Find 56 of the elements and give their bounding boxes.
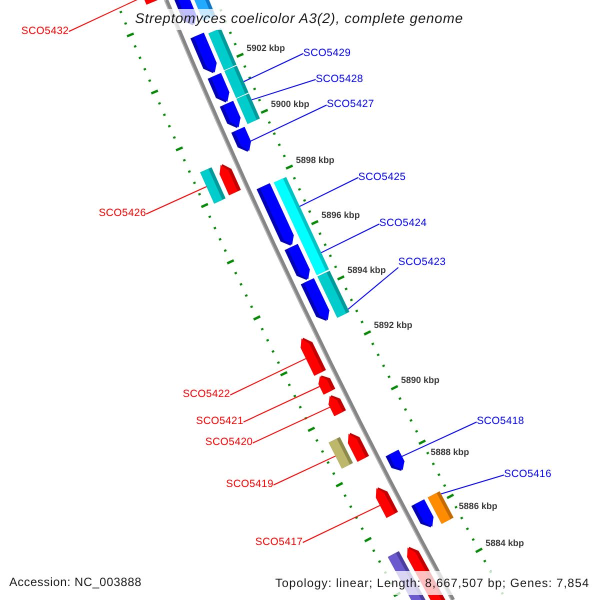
leader-line: [230, 358, 306, 396]
leader-line: [250, 104, 328, 142]
feature-bar: [428, 491, 454, 524]
gene-block: [411, 499, 434, 528]
gene-block: [328, 395, 346, 416]
gene-label: SCO5423: [398, 256, 446, 268]
leader-line: [302, 504, 380, 543]
gene-label: SCO5416: [504, 468, 552, 480]
gene-block: [300, 278, 330, 321]
gene-block: [376, 487, 398, 518]
gene-label: SCO5425: [358, 170, 406, 182]
gene-label: SCO5429: [303, 46, 351, 58]
tick-label: 5892 kbp: [374, 320, 412, 330]
gene-label: SCO5426: [98, 207, 146, 219]
gene-block: [144, 0, 158, 5]
tick-label: 5886 kbp: [458, 500, 498, 511]
leader-line: [440, 474, 504, 494]
leader-line: [320, 224, 380, 254]
leader-line: [348, 267, 399, 310]
gene-block: [231, 126, 251, 152]
tick-label: 5900 kbp: [270, 98, 310, 109]
gene-label: SCO5420: [205, 436, 253, 448]
feature-bar: [236, 93, 260, 124]
leader-line: [243, 53, 304, 82]
tick-label: 5896 kbp: [321, 210, 360, 220]
tick-label: 5902 kbp: [246, 42, 286, 53]
gene-label: SCO5421: [196, 415, 244, 427]
gene-label: SCO5418: [476, 415, 524, 427]
gene-block: [386, 450, 404, 471]
gene-label: SCO5428: [316, 72, 364, 84]
leader-line: [243, 386, 320, 422]
feature-bar: [224, 66, 249, 98]
gene-label: SCO5422: [182, 388, 230, 400]
leader-line: [401, 422, 478, 457]
tick-label: 5888 kbp: [430, 446, 470, 457]
tick-label: 5890 kbp: [401, 375, 440, 386]
leader-line: [252, 406, 330, 444]
gene-block: [220, 164, 241, 196]
gene-block: [348, 432, 370, 462]
gene-label: SCO5427: [326, 98, 374, 110]
tick-label: 5894 kbp: [347, 265, 386, 276]
gene-block: [220, 100, 240, 128]
gene-label: SCO5432: [21, 24, 69, 36]
accession-text: Accession: NC_003888: [9, 575, 142, 589]
tick-label: 5884 kbp: [485, 538, 524, 548]
gene-label: SCO5424: [379, 217, 427, 229]
tick-label: 5898 kbp: [296, 154, 334, 165]
leader-line: [299, 177, 359, 207]
gene-label: SCO5417: [255, 536, 303, 548]
gene-block: [208, 73, 230, 102]
gene-block: [300, 338, 326, 376]
gene-block: [284, 244, 310, 280]
leader-line: [251, 79, 316, 100]
leader-line: [146, 186, 208, 214]
gene-label: SCO5419: [226, 478, 274, 490]
gene-block: [318, 376, 336, 395]
